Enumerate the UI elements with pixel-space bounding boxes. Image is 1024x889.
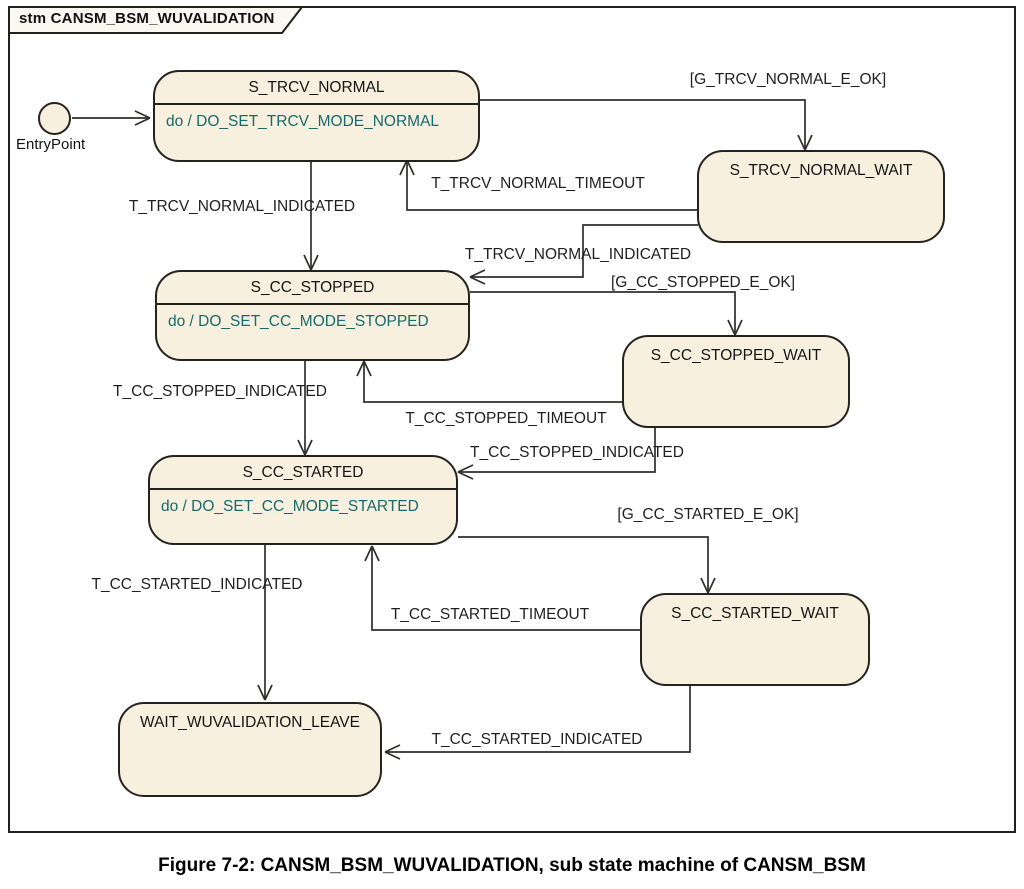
transition-label: T_CC_STARTED_TIMEOUT: [390, 606, 590, 623]
transition-label: T_CC_STARTED_INDICATED: [431, 731, 643, 748]
state-title: S_TRCV_NORMAL_WAIT: [729, 162, 913, 179]
state-title: S_CC_STARTED_WAIT: [671, 605, 839, 622]
state-s-cc-started-wait: S_CC_STARTED_WAIT: [640, 593, 870, 686]
state-s-trcv-normal-wait: S_TRCV_NORMAL_WAIT: [697, 150, 945, 243]
transition-label: [G_CC_STARTED_E_OK]: [617, 506, 799, 523]
state-s-cc-started: S_CC_STARTED do / DO_SET_CC_MODE_STARTED: [148, 455, 458, 545]
state-s-trcv-normal: S_TRCV_NORMAL do / DO_SET_TRCV_MODE_NORM…: [153, 70, 480, 162]
transition-t-cc-stopped-timeout: [356, 360, 623, 403]
state-wait-wuvalidation-leave: WAIT_WUVALIDATION_LEAVE: [118, 702, 382, 797]
entry-point-label: EntryPoint: [16, 136, 86, 153]
transition-t-cc-stopped-indicated-2: [457, 428, 656, 480]
state-title: S_TRCV_NORMAL: [155, 72, 478, 105]
transition-g-cc-started-e-ok: [458, 536, 716, 594]
transition-label: T_CC_STOPPED_TIMEOUT: [405, 410, 607, 427]
transition-label: T_TRCV_NORMAL_TIMEOUT: [431, 175, 645, 192]
state-do-action: do / DO_SET_TRCV_MODE_NORMAL: [166, 113, 440, 130]
transition-label: T_CC_STOPPED_INDICATED: [113, 383, 327, 400]
transition-t-cc-started-timeout: [364, 545, 641, 631]
transition-t-cc-started-indicated-2: [384, 686, 691, 760]
state-do-action: do / DO_SET_CC_MODE_STARTED: [161, 498, 419, 515]
transition-label: T_CC_STARTED_INDICATED: [91, 576, 303, 593]
transition-g-cc-stopped-e-ok: [470, 291, 743, 336]
transition-label: [G_TRCV_NORMAL_E_OK]: [689, 71, 887, 88]
transition-entry: [72, 110, 151, 126]
transition-label: T_CC_STOPPED_INDICATED: [470, 444, 684, 461]
entry-point-icon: [38, 102, 71, 135]
state-title: S_CC_STARTED: [150, 457, 456, 490]
state-s-cc-stopped-wait: S_CC_STOPPED_WAIT: [622, 335, 850, 428]
figure-caption: Figure 7-2: CANSM_BSM_WUVALIDATION, sub …: [158, 855, 866, 876]
transition-t-cc-started-indicated-1: [257, 545, 273, 701]
transition-t-trcv-normal-timeout: [399, 159, 697, 211]
transition-t-cc-stopped-indicated-1: [297, 361, 313, 456]
transition-t-trcv-normal-indicated-2: [469, 224, 698, 285]
state-title: S_CC_STOPPED_WAIT: [650, 347, 822, 364]
transition-t-trcv-normal-indicated-1: [303, 161, 319, 271]
state-title: S_CC_STOPPED: [157, 272, 468, 305]
frame-tab-label: stm CANSM_BSM_WUVALIDATION: [19, 10, 275, 27]
state-title: WAIT_WUVALIDATION_LEAVE: [140, 714, 360, 731]
frame-tab: [8, 6, 305, 34]
transition-g-trcv-normal-e-ok: [480, 99, 813, 151]
state-do-action: do / DO_SET_CC_MODE_STOPPED: [168, 313, 429, 330]
transition-label: T_TRCV_NORMAL_INDICATED: [464, 246, 692, 263]
transition-label: T_TRCV_NORMAL_INDICATED: [128, 198, 356, 215]
state-s-cc-stopped: S_CC_STOPPED do / DO_SET_CC_MODE_STOPPED: [155, 270, 470, 361]
transition-label: [G_CC_STOPPED_E_OK]: [610, 274, 796, 291]
